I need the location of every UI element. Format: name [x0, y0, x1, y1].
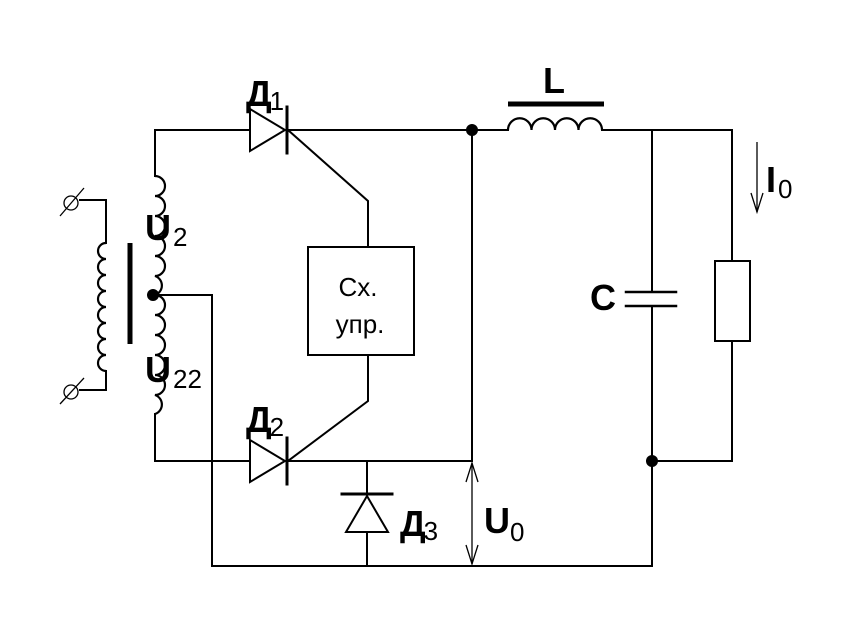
diode-d1 [249, 105, 289, 155]
voltage-arrow-head-top [465, 460, 479, 483]
label-d1-main: Д [246, 73, 272, 114]
label-u0: U0 [484, 500, 524, 547]
label-d2-sub: 2 [270, 412, 284, 442]
label-i0: I0 [766, 159, 792, 204]
diode-d3-body [344, 494, 390, 533]
secondary-winding-lower [154, 293, 167, 416]
label-u0-sub: 0 [510, 517, 524, 547]
label-d3: Д3 [400, 503, 438, 546]
primary-lead-top [79, 199, 107, 244]
label-u22-sub: 22 [173, 364, 202, 394]
label-u2-sub: 2 [173, 222, 187, 252]
voltage-arrow-u0 [465, 460, 479, 567]
terminal-slash-top [59, 187, 85, 217]
label-u2: U2 [145, 207, 187, 252]
diode-d3 [340, 492, 394, 533]
junction-center-tap [147, 289, 159, 301]
inductor-winding [506, 117, 604, 131]
label-c: C [590, 277, 616, 318]
label-u22: U22 [145, 349, 202, 394]
label-d2-main: Д [246, 399, 272, 440]
secondary-winding-upper [154, 174, 167, 297]
junction-top [466, 124, 478, 136]
control-box-frame [307, 246, 415, 356]
label-d1: Д1 [246, 73, 284, 116]
diode-d1-body [249, 107, 287, 153]
wiring [154, 128, 733, 567]
current-arrow-head [750, 192, 764, 215]
primary-winding [96, 241, 107, 373]
capacitor-c [624, 290, 678, 308]
wire-center-tap [154, 294, 213, 567]
diode-d2 [249, 436, 289, 486]
label-i0-main: I [766, 159, 776, 200]
primary-lead-bottom [79, 370, 107, 391]
label-l: L [543, 60, 565, 101]
input-terminal-top [59, 187, 85, 217]
inductor-l [506, 101, 604, 131]
label-d2: Д2 [246, 399, 284, 442]
load-resistor [714, 260, 751, 342]
label-d3-main: Д [400, 503, 426, 544]
control-box-line1: Сх. [339, 272, 378, 302]
junction-load-bottom [646, 455, 658, 467]
diode-d2-body [249, 438, 287, 484]
label-d3-sub: 3 [424, 516, 438, 546]
terminal-circle-bottom [63, 384, 79, 400]
terminal-slash-bottom [59, 377, 85, 405]
voltage-arrow-head-bottom [465, 544, 479, 567]
control-line-lower [286, 354, 369, 463]
control-line-upper [286, 128, 369, 248]
terminal-circle-top [63, 195, 79, 211]
label-i0-sub: 0 [778, 174, 792, 204]
label-u22-main: U [145, 349, 171, 390]
label-u2-main: U [145, 207, 171, 248]
label-d1-sub: 1 [270, 86, 284, 116]
control-box: Сх. упр. [307, 246, 415, 356]
label-u0-main: U [484, 500, 510, 541]
current-arrow-i0 [750, 142, 764, 215]
transformer [79, 174, 167, 416]
control-box-line2: упр. [336, 309, 385, 339]
input-terminal-bottom [59, 377, 85, 405]
